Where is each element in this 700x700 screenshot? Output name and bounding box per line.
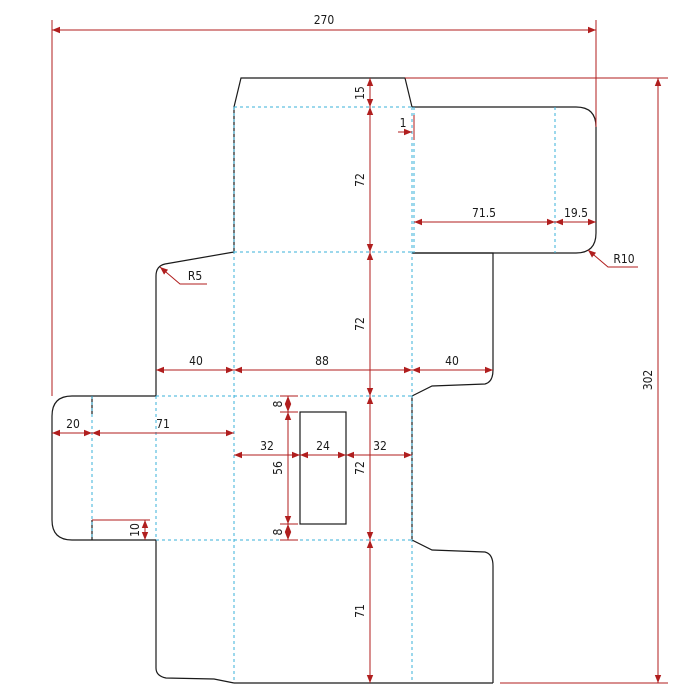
leader-r10 bbox=[587, 249, 638, 268]
label-bottom-height: 71 bbox=[353, 604, 367, 618]
label-top-flap: 15 bbox=[353, 86, 367, 100]
label-window-bottom: 8 bbox=[271, 528, 285, 535]
fold-lines bbox=[91, 106, 556, 683]
label-radius-large: R10 bbox=[613, 252, 634, 266]
label-back-height: 72 bbox=[353, 317, 367, 331]
label-window-height: 56 bbox=[271, 461, 285, 475]
label-right-tuck: 19.5 bbox=[564, 206, 588, 220]
left-upper-dust-flap bbox=[155, 251, 235, 370]
top-tuck-flap bbox=[233, 77, 413, 108]
label-window-top: 8 bbox=[271, 400, 285, 407]
label-gap: 1 bbox=[400, 116, 407, 130]
left-side-flap bbox=[51, 370, 157, 541]
label-overall-height: 302 bbox=[641, 370, 655, 391]
label-left-flap: 71 bbox=[156, 417, 170, 431]
right-side-middle bbox=[411, 396, 494, 683]
label-left-side: 40 bbox=[189, 354, 203, 368]
dimension-labels: 270 302 15 72 72 72 71 1 71.5 19.5 R10 R… bbox=[66, 13, 655, 618]
label-left-tuck: 20 bbox=[66, 417, 80, 431]
label-overall-width: 270 bbox=[314, 13, 335, 27]
leader-r5 bbox=[159, 266, 207, 285]
label-radius-small: R5 bbox=[188, 269, 202, 283]
label-notch: 10 bbox=[128, 523, 142, 537]
label-right-side: 40 bbox=[445, 354, 459, 368]
dimension-lines bbox=[51, 20, 668, 684]
label-front-height: 72 bbox=[353, 461, 367, 475]
right-upper-dust-flap bbox=[411, 252, 494, 397]
label-window-right: 32 bbox=[373, 439, 387, 453]
label-window-left: 32 bbox=[260, 439, 274, 453]
label-center: 88 bbox=[315, 354, 329, 368]
left-lower-dust-flap bbox=[155, 540, 235, 684]
label-window-width: 24 bbox=[316, 439, 330, 453]
label-lid-height: 72 bbox=[353, 173, 367, 187]
right-lid-flap bbox=[412, 106, 597, 254]
display-window bbox=[299, 411, 347, 525]
label-right-flap: 71.5 bbox=[472, 206, 496, 220]
cut-outline bbox=[51, 77, 597, 684]
